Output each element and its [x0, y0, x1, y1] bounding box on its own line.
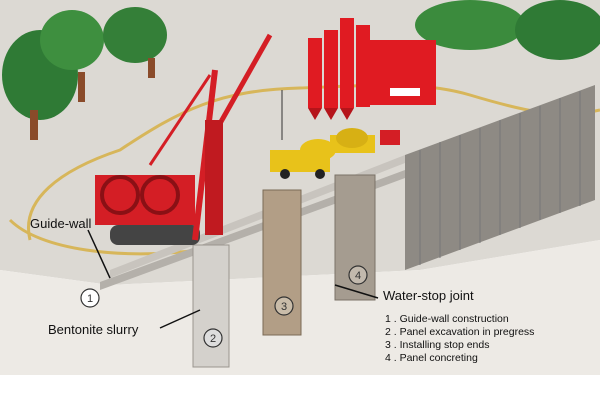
bentonite-arrow	[159, 309, 201, 329]
guide-wall-top	[110, 155, 405, 278]
bentonite-slurry-label: Bentonite slurry	[48, 322, 139, 337]
mixer-truck-icon	[330, 128, 400, 153]
mixer-truck-icon	[270, 139, 336, 179]
legend-item: 1 . Guide-wall construction	[385, 313, 509, 325]
svg-text:2: 2	[210, 333, 216, 345]
tree-icon	[415, 0, 600, 60]
panel-excavation	[192, 244, 230, 368]
tree-icon	[2, 7, 167, 140]
legend-item: 3 . Installing stop ends	[385, 339, 489, 351]
marker-1: 1	[80, 288, 100, 308]
legend-item: 4 . Panel concreting	[385, 352, 478, 364]
water-stop-joint-label: Water-stop joint	[383, 288, 474, 303]
marker-3: 3	[274, 296, 294, 316]
legend: 1 . Guide-wall construction 2 . Panel ex…	[385, 313, 534, 364]
silo-plant-icon	[308, 18, 436, 120]
slurry-hose	[27, 83, 600, 241]
svg-text:3: 3	[281, 301, 287, 313]
guide-wall-arrow	[87, 229, 111, 279]
water-stop-arrow	[334, 284, 379, 299]
wall-panel-lines	[419, 91, 581, 265]
crawler-crane-icon	[95, 33, 283, 245]
guide-wall-label: Guide-wall	[30, 216, 92, 231]
svg-text:4: 4	[355, 270, 361, 282]
marker-2: 2	[203, 328, 223, 348]
svg-text:1: 1	[87, 293, 93, 305]
guide-wall	[100, 170, 405, 290]
legend-item: 2 . Panel excavation in pregress	[385, 326, 534, 338]
marker-4: 4	[348, 265, 368, 285]
